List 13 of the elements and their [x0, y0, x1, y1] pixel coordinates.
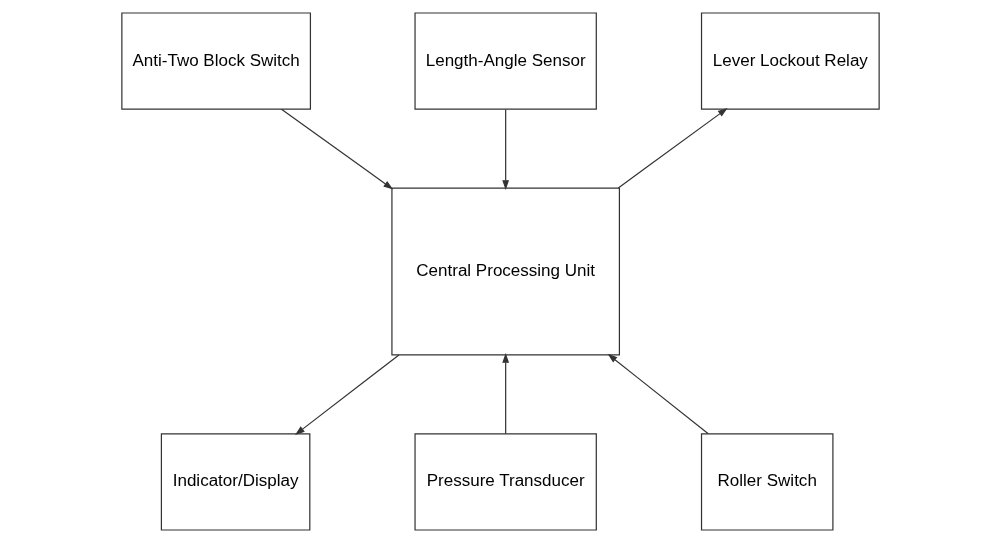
node-box: Length-Angle Sensor: [414, 12, 597, 110]
arrow: [607, 353, 709, 435]
arrow: [295, 354, 400, 435]
node-box: Lever Lockout Relay: [700, 12, 880, 110]
node-box: Roller Switch: [700, 433, 834, 531]
arrow: [280, 108, 394, 190]
arrow: [617, 108, 728, 189]
node-box: Central Processing Unit: [391, 187, 620, 356]
arrow: [502, 353, 510, 435]
node-box: Indicator/Display: [160, 433, 311, 531]
node-box: Pressure Transducer: [414, 433, 597, 531]
arrow: [502, 108, 510, 190]
node-box: Anti-Two Block Switch: [121, 12, 312, 110]
